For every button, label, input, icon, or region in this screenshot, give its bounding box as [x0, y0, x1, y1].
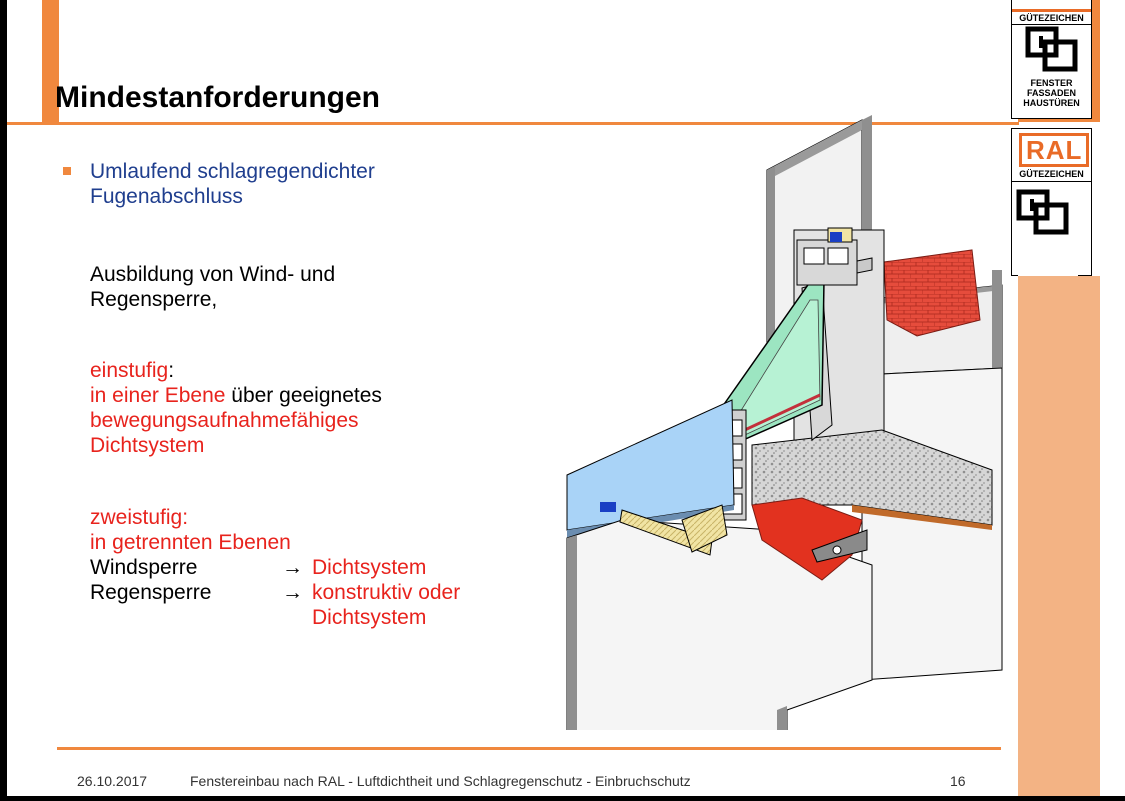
guetezeichen-logo: GÜTEZEICHEN FENSTER FASSADEN HAUSTÜREN — [1011, 0, 1092, 119]
logo-mark-icon — [1025, 26, 1078, 72]
footer-text: Fenstereinbau nach RAL - Luftdichtheit u… — [190, 773, 691, 789]
wind-value: Dichtsystem — [312, 556, 427, 579]
logo-text-fassaden: FASSADEN — [1026, 88, 1076, 98]
foam-seal — [619, 504, 728, 556]
two-stage-line-1: in getrennten Ebenen — [90, 531, 291, 554]
single-stage-label: einstufig — [90, 359, 169, 382]
single-stage-line-1: in einer Ebene über geeignetes — [90, 383, 382, 408]
footer-date: 26.10.2017 — [77, 773, 148, 789]
page-title: Mindestanforderungen — [55, 81, 381, 114]
logo-text-fenster: FENSTER — [1030, 78, 1073, 88]
window-frame — [710, 227, 873, 521]
rain-value-2: Dichtsystem — [312, 606, 427, 629]
slide: GÜTEZEICHEN FENSTER FASSADEN HAUSTÜREN R… — [7, 0, 1125, 796]
footer-page-number: 16 — [950, 773, 966, 789]
footer-divider — [57, 747, 1001, 750]
logo-top-label: GÜTEZEICHEN — [1012, 9, 1091, 25]
logo-mark-icon — [1016, 189, 1069, 235]
logo-overlap-strip — [1018, 238, 1078, 276]
bullet-square-icon — [63, 167, 71, 175]
single-stage-plane: in einer Ebene — [90, 384, 226, 407]
right-accent-bar-bottom — [1018, 276, 1100, 796]
window-installation-diagram — [566, 115, 1003, 730]
bullet-line-2: Fugenabschluss — [90, 185, 243, 208]
wind-label: Windsperre — [90, 556, 198, 579]
lower-wall — [566, 519, 873, 730]
rain-label: Regensperre — [90, 581, 212, 604]
wind-arrow-icon: → — [282, 556, 303, 579]
logo-text-haustueren: HAUSTÜREN — [1023, 98, 1080, 108]
para-line-2: Regensperre, — [90, 288, 218, 311]
ral-logo-text: RAL — [1019, 133, 1090, 167]
single-stage-line-3: Dichtsystem — [90, 434, 205, 457]
rain-arrow-icon: → — [282, 581, 303, 604]
bullet-line-1: Umlaufend schlagregendichter — [90, 160, 375, 183]
ral-logo-label: GÜTEZEICHEN — [1012, 169, 1091, 182]
single-stage-heading: einstufig: — [90, 358, 174, 383]
rain-value-1: konstruktiv oder — [312, 581, 461, 604]
single-stage-rest: über geeignetes — [225, 384, 382, 407]
two-stage-label: zweistufig: — [90, 506, 189, 529]
membrane-seal — [600, 497, 868, 581]
para-line-1: Ausbildung von Wind- und — [90, 263, 336, 286]
left-accent-bar — [42, 0, 59, 122]
single-stage-line-2: bewegungsaufnahmefähiges — [90, 409, 359, 432]
single-stage-colon: : — [168, 359, 175, 382]
title-divider — [7, 122, 1019, 125]
brick-insulation — [883, 249, 981, 337]
